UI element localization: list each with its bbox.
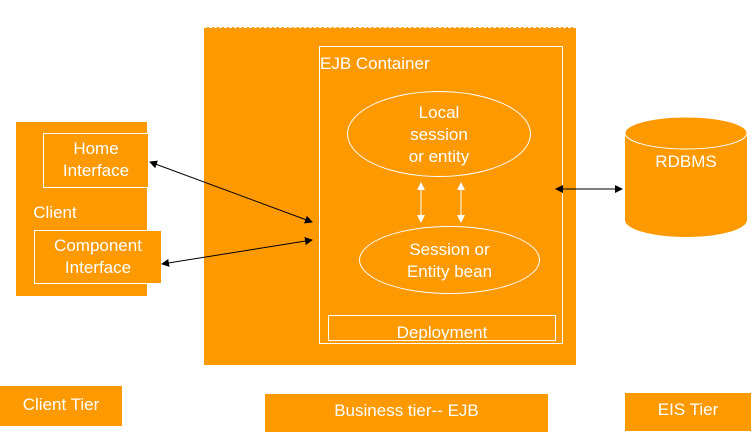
client-label: Client	[33, 203, 77, 222]
deployment-box: Deployment	[328, 315, 556, 341]
component-interface-box: Component Interface	[34, 230, 162, 284]
ejb-container-title: EJB Container	[320, 54, 430, 73]
client-tier-label: Client Tier	[0, 386, 122, 426]
component-to-container-arrow	[161, 237, 313, 267]
rdbms-label: RDBMS	[655, 152, 717, 171]
home-to-container-arrow	[149, 160, 313, 224]
eis-tier-label: EIS Tier	[625, 393, 751, 431]
local-bean-ellipse: Local session or entity	[347, 91, 531, 177]
session-bean-ellipse: Session or Entity bean	[359, 226, 540, 294]
database-icon	[624, 116, 748, 237]
business-tier-label: Business tier-- EJB	[265, 394, 548, 432]
ejb-container-box	[319, 46, 563, 344]
home-interface-box: Home Interface	[43, 133, 149, 188]
rdbms-cylinder	[624, 116, 748, 238]
